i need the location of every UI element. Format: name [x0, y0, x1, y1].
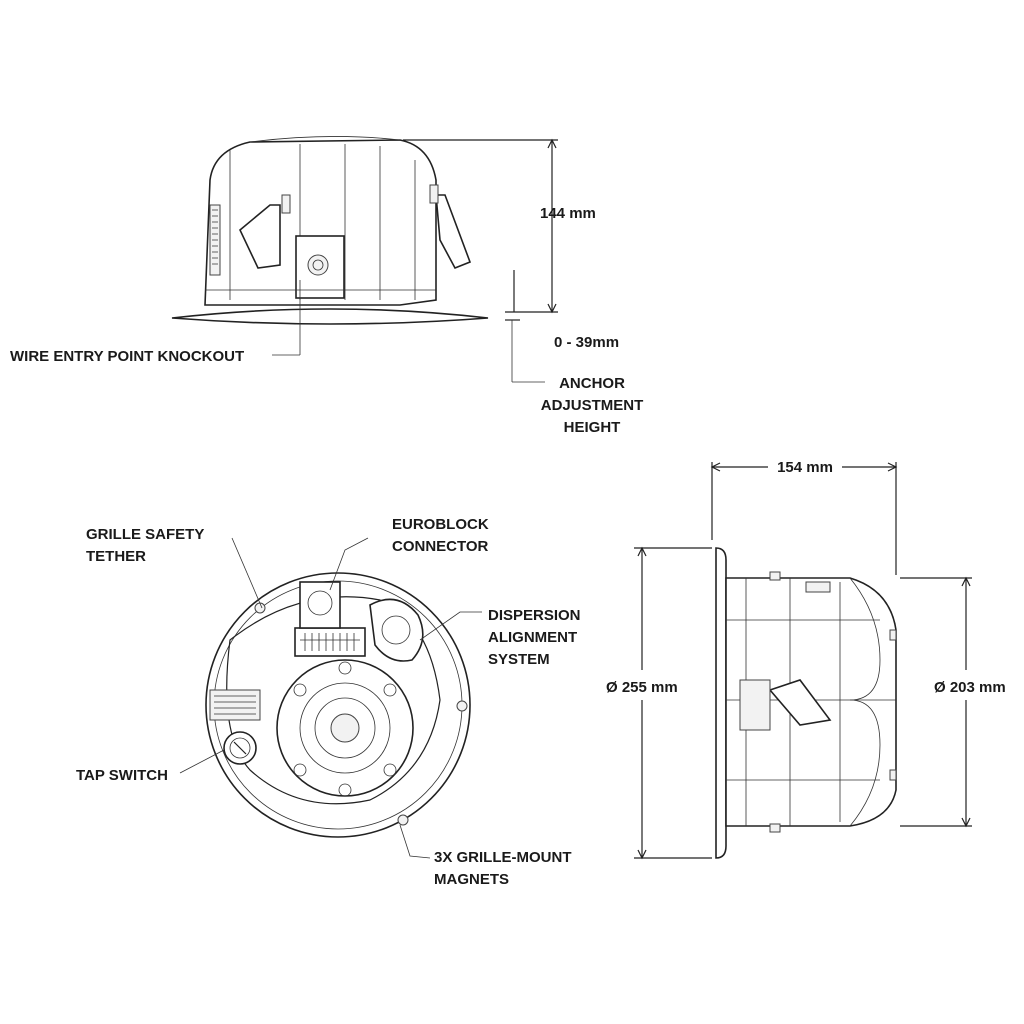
side-view-dimensions: [272, 138, 558, 383]
anchor-left: [239, 204, 281, 269]
magnet: [456, 700, 468, 712]
anchor-label-line3: HEIGHT: [564, 419, 621, 436]
dispersion-label-line2: ALIGNMENT: [488, 629, 577, 646]
euroblock-label-line2: CONNECTOR: [392, 538, 489, 555]
depth-dimension: 154 mm: [777, 459, 833, 476]
magnet: [397, 814, 409, 826]
magnets-label-line1: 3X GRILLE-MOUNT: [434, 849, 572, 866]
tether-label-line1: GRILLE SAFETY: [86, 526, 204, 543]
side-view: [171, 136, 489, 325]
anchor-label-line2: ADJUSTMENT: [541, 397, 644, 414]
euroblock-connector: [294, 627, 366, 657]
magnet: [254, 602, 266, 614]
anchor-label-line1: ANCHOR: [559, 375, 625, 392]
side-view-flange: [171, 308, 489, 325]
tether-label-line2: TETHER: [86, 548, 146, 565]
flange-diameter-dimension: Ø 255 mm: [606, 679, 678, 696]
section-anchor: [768, 679, 832, 726]
front-view-leaders: [179, 537, 482, 859]
dispersion-alignment: [369, 598, 424, 662]
anchor-right: [435, 194, 472, 270]
dispersion-label-line3: SYSTEM: [488, 651, 550, 668]
side-section-view: [715, 547, 897, 859]
front-view: [205, 572, 471, 838]
wire-entry-label: WIRE ENTRY POINT KNOCKOUT: [10, 348, 244, 365]
tap-switch-label: TAP SWITCH: [76, 767, 168, 784]
section-dimensions: [634, 462, 972, 860]
cutout-diameter-dimension: Ø 203 mm: [934, 679, 1006, 696]
euroblock-label-line1: EUROBLOCK: [392, 516, 489, 533]
section-flange: [715, 547, 727, 859]
height-dimension: 144 mm: [540, 205, 596, 222]
magnets-label-line2: MAGNETS: [434, 871, 509, 888]
anchor-range-dimension: 0 - 39mm: [554, 334, 619, 351]
dispersion-label-line1: DISPERSION: [488, 607, 581, 624]
wire-knockout: [307, 254, 329, 276]
